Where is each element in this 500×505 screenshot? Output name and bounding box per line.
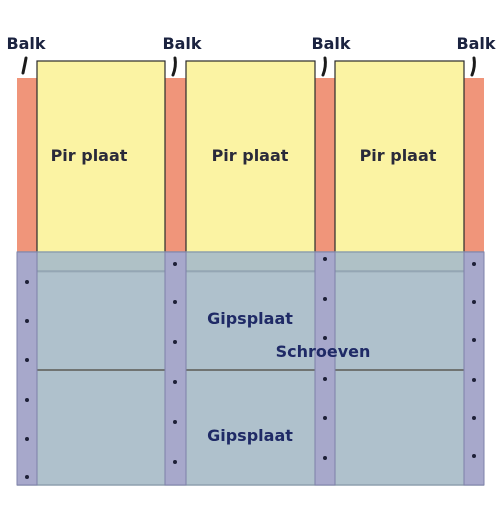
balk-labels: Balk Balk Balk Balk (6, 34, 495, 53)
pir-label: Pir plaat (360, 146, 437, 165)
screw (173, 300, 177, 304)
screw (25, 280, 29, 284)
screw (323, 377, 327, 381)
screw (323, 416, 327, 420)
gipsplaat-label: Gipsplaat (207, 426, 293, 445)
screw (472, 416, 476, 420)
screw (472, 378, 476, 382)
screw (472, 300, 476, 304)
screw (173, 460, 177, 464)
gypsum-board-top (17, 252, 484, 370)
pir-label: Pir plaat (51, 146, 128, 165)
pir-panel-3 (334, 60, 465, 273)
screw-strip-3 (314, 251, 336, 486)
screw (173, 420, 177, 424)
screw (323, 456, 327, 460)
screw (173, 340, 177, 344)
screw (472, 338, 476, 342)
balk-label: Balk (6, 34, 45, 53)
screw (323, 297, 327, 301)
leader-line (171, 56, 177, 77)
balk-label: Balk (456, 34, 495, 53)
leader-line (470, 56, 476, 77)
gypsum-labels: Gipsplaat Gipsplaat (207, 309, 293, 445)
pir-panel-1 (36, 60, 166, 273)
screw (173, 262, 177, 266)
screw (173, 380, 177, 384)
leader-line (21, 56, 28, 75)
pir-panels (36, 60, 465, 273)
screw (25, 437, 29, 441)
screw (25, 358, 29, 362)
screw-strip-2 (164, 251, 187, 486)
screw (25, 398, 29, 402)
leader-line (321, 56, 327, 77)
balk-label: Balk (162, 34, 201, 53)
screw-strips (16, 251, 485, 486)
pir-panel-2 (185, 60, 316, 273)
screw (323, 257, 327, 261)
screw (472, 454, 476, 458)
screw (472, 262, 476, 266)
schroeven-label: Schroeven (276, 342, 371, 361)
screw-strip-1 (16, 251, 38, 486)
pir-labels: Pir plaat Pir plaat Pir plaat (51, 146, 437, 165)
screws (25, 257, 476, 479)
pir-label: Pir plaat (212, 146, 289, 165)
screw (25, 319, 29, 323)
gypsum-board-bottom (17, 370, 484, 485)
balk-leaders (21, 56, 476, 77)
gipsplaat-label: Gipsplaat (207, 309, 293, 328)
screw (323, 336, 327, 340)
balk-label: Balk (311, 34, 350, 53)
gypsum-boards (17, 251, 484, 486)
screw-strip-4 (463, 251, 485, 486)
screw (25, 475, 29, 479)
